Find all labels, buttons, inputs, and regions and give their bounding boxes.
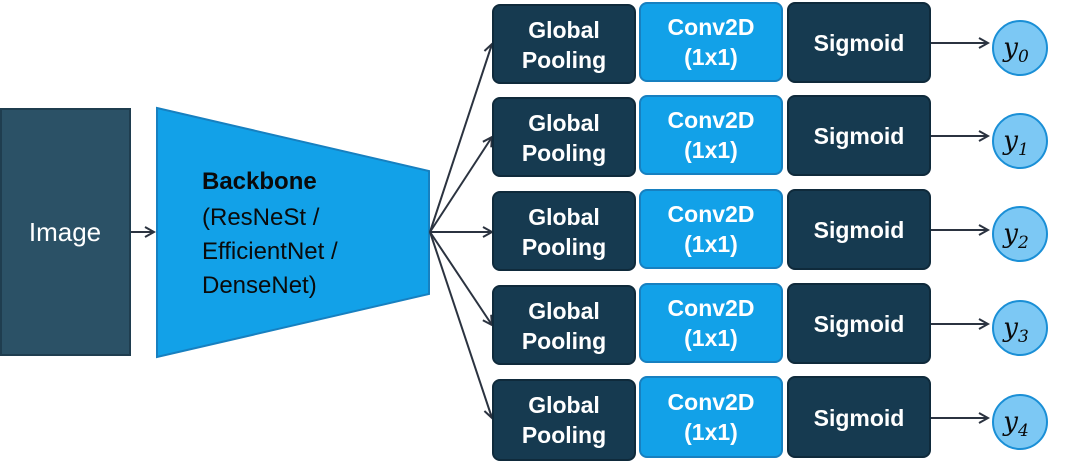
conv2d-box <box>639 376 783 458</box>
conv2d-label-line-1: Conv2D <box>668 14 755 40</box>
image-box <box>0 108 131 356</box>
global-pooling-box <box>492 285 636 365</box>
backbone-line-3: DenseNet) <box>202 272 317 299</box>
head-row: Global Pooling Conv2D (1x1) Sigmoid y2 <box>492 189 1048 271</box>
sigmoid-label: Sigmoid <box>814 311 905 337</box>
conv2d-box <box>639 95 783 175</box>
pooling-label-line-2: Pooling <box>522 422 606 448</box>
fanout-arrows <box>429 44 492 418</box>
global-pooling-box <box>492 191 636 271</box>
conv2d-label-line-2: (1x1) <box>684 325 738 351</box>
pooling-label-line-2: Pooling <box>522 140 606 166</box>
backbone-line-2: EfficientNet / <box>202 238 338 265</box>
image-input-block: Image <box>0 108 131 356</box>
conv2d-label-line-2: (1x1) <box>684 137 738 163</box>
pooling-label-line-1: Global <box>528 17 600 43</box>
conv2d-label-line-1: Conv2D <box>668 295 755 321</box>
conv2d-label-line-1: Conv2D <box>668 201 755 227</box>
global-pooling-box <box>492 97 636 177</box>
backbone-block: Backbone (ResNeSt / EfficientNet / Dense… <box>156 106 430 359</box>
head-row: Global Pooling Conv2D (1x1) Sigmoid y4 <box>492 376 1048 461</box>
backbone-trapezoid <box>156 106 430 359</box>
pooling-label-line-1: Global <box>528 298 600 324</box>
pooling-label-line-1: Global <box>528 204 600 230</box>
pooling-label-line-1: Global <box>528 392 600 418</box>
conv2d-label-line-2: (1x1) <box>684 44 738 70</box>
pooling-label-line-2: Pooling <box>522 47 606 73</box>
global-pooling-box <box>492 379 636 461</box>
fanout-arrow-1 <box>429 137 492 233</box>
fanout-arrow-4 <box>429 231 492 418</box>
output-label: y4 <box>1002 407 1029 441</box>
sigmoid-box <box>787 189 931 270</box>
output-label: y2 <box>1002 219 1029 253</box>
head-row: Global Pooling Conv2D (1x1) Sigmoid y3 <box>492 283 1048 365</box>
fanout-arrow-3 <box>429 231 492 325</box>
conv2d-box <box>639 283 783 363</box>
pooling-label-line-2: Pooling <box>522 234 606 260</box>
head-row: Global Pooling Conv2D (1x1) Sigmoid y1 <box>492 95 1048 177</box>
output-label: y1 <box>1002 126 1029 160</box>
output-label: y0 <box>1002 33 1029 67</box>
global-pooling-box <box>492 4 636 84</box>
output-node <box>992 394 1048 450</box>
sigmoid-label: Sigmoid <box>814 217 905 243</box>
conv2d-box <box>639 2 783 82</box>
image-label: Image <box>29 217 101 247</box>
sigmoid-box <box>787 283 931 364</box>
output-node <box>992 113 1048 169</box>
conv2d-label-line-1: Conv2D <box>668 107 755 133</box>
pooling-label-line-2: Pooling <box>522 328 606 354</box>
sigmoid-label: Sigmoid <box>814 405 905 431</box>
output-node <box>992 206 1048 262</box>
head-row: Global Pooling Conv2D (1x1) Sigmoid y0 <box>492 2 1048 84</box>
conv2d-box <box>639 189 783 269</box>
conv2d-label-line-2: (1x1) <box>684 231 738 257</box>
output-node <box>992 20 1048 76</box>
fanout-arrow-0 <box>429 44 492 233</box>
sigmoid-box <box>787 376 931 458</box>
backbone-line-1: (ResNeSt / <box>202 204 320 231</box>
output-label: y3 <box>1002 313 1029 347</box>
conv2d-label-line-1: Conv2D <box>668 389 755 415</box>
conv2d-label-line-2: (1x1) <box>684 419 738 445</box>
output-node <box>992 300 1048 356</box>
sigmoid-box <box>787 2 931 83</box>
pooling-label-line-1: Global <box>528 110 600 136</box>
backbone-title: Backbone <box>202 168 317 195</box>
sigmoid-label: Sigmoid <box>814 30 905 56</box>
sigmoid-box <box>787 95 931 176</box>
sigmoid-label: Sigmoid <box>814 123 905 149</box>
